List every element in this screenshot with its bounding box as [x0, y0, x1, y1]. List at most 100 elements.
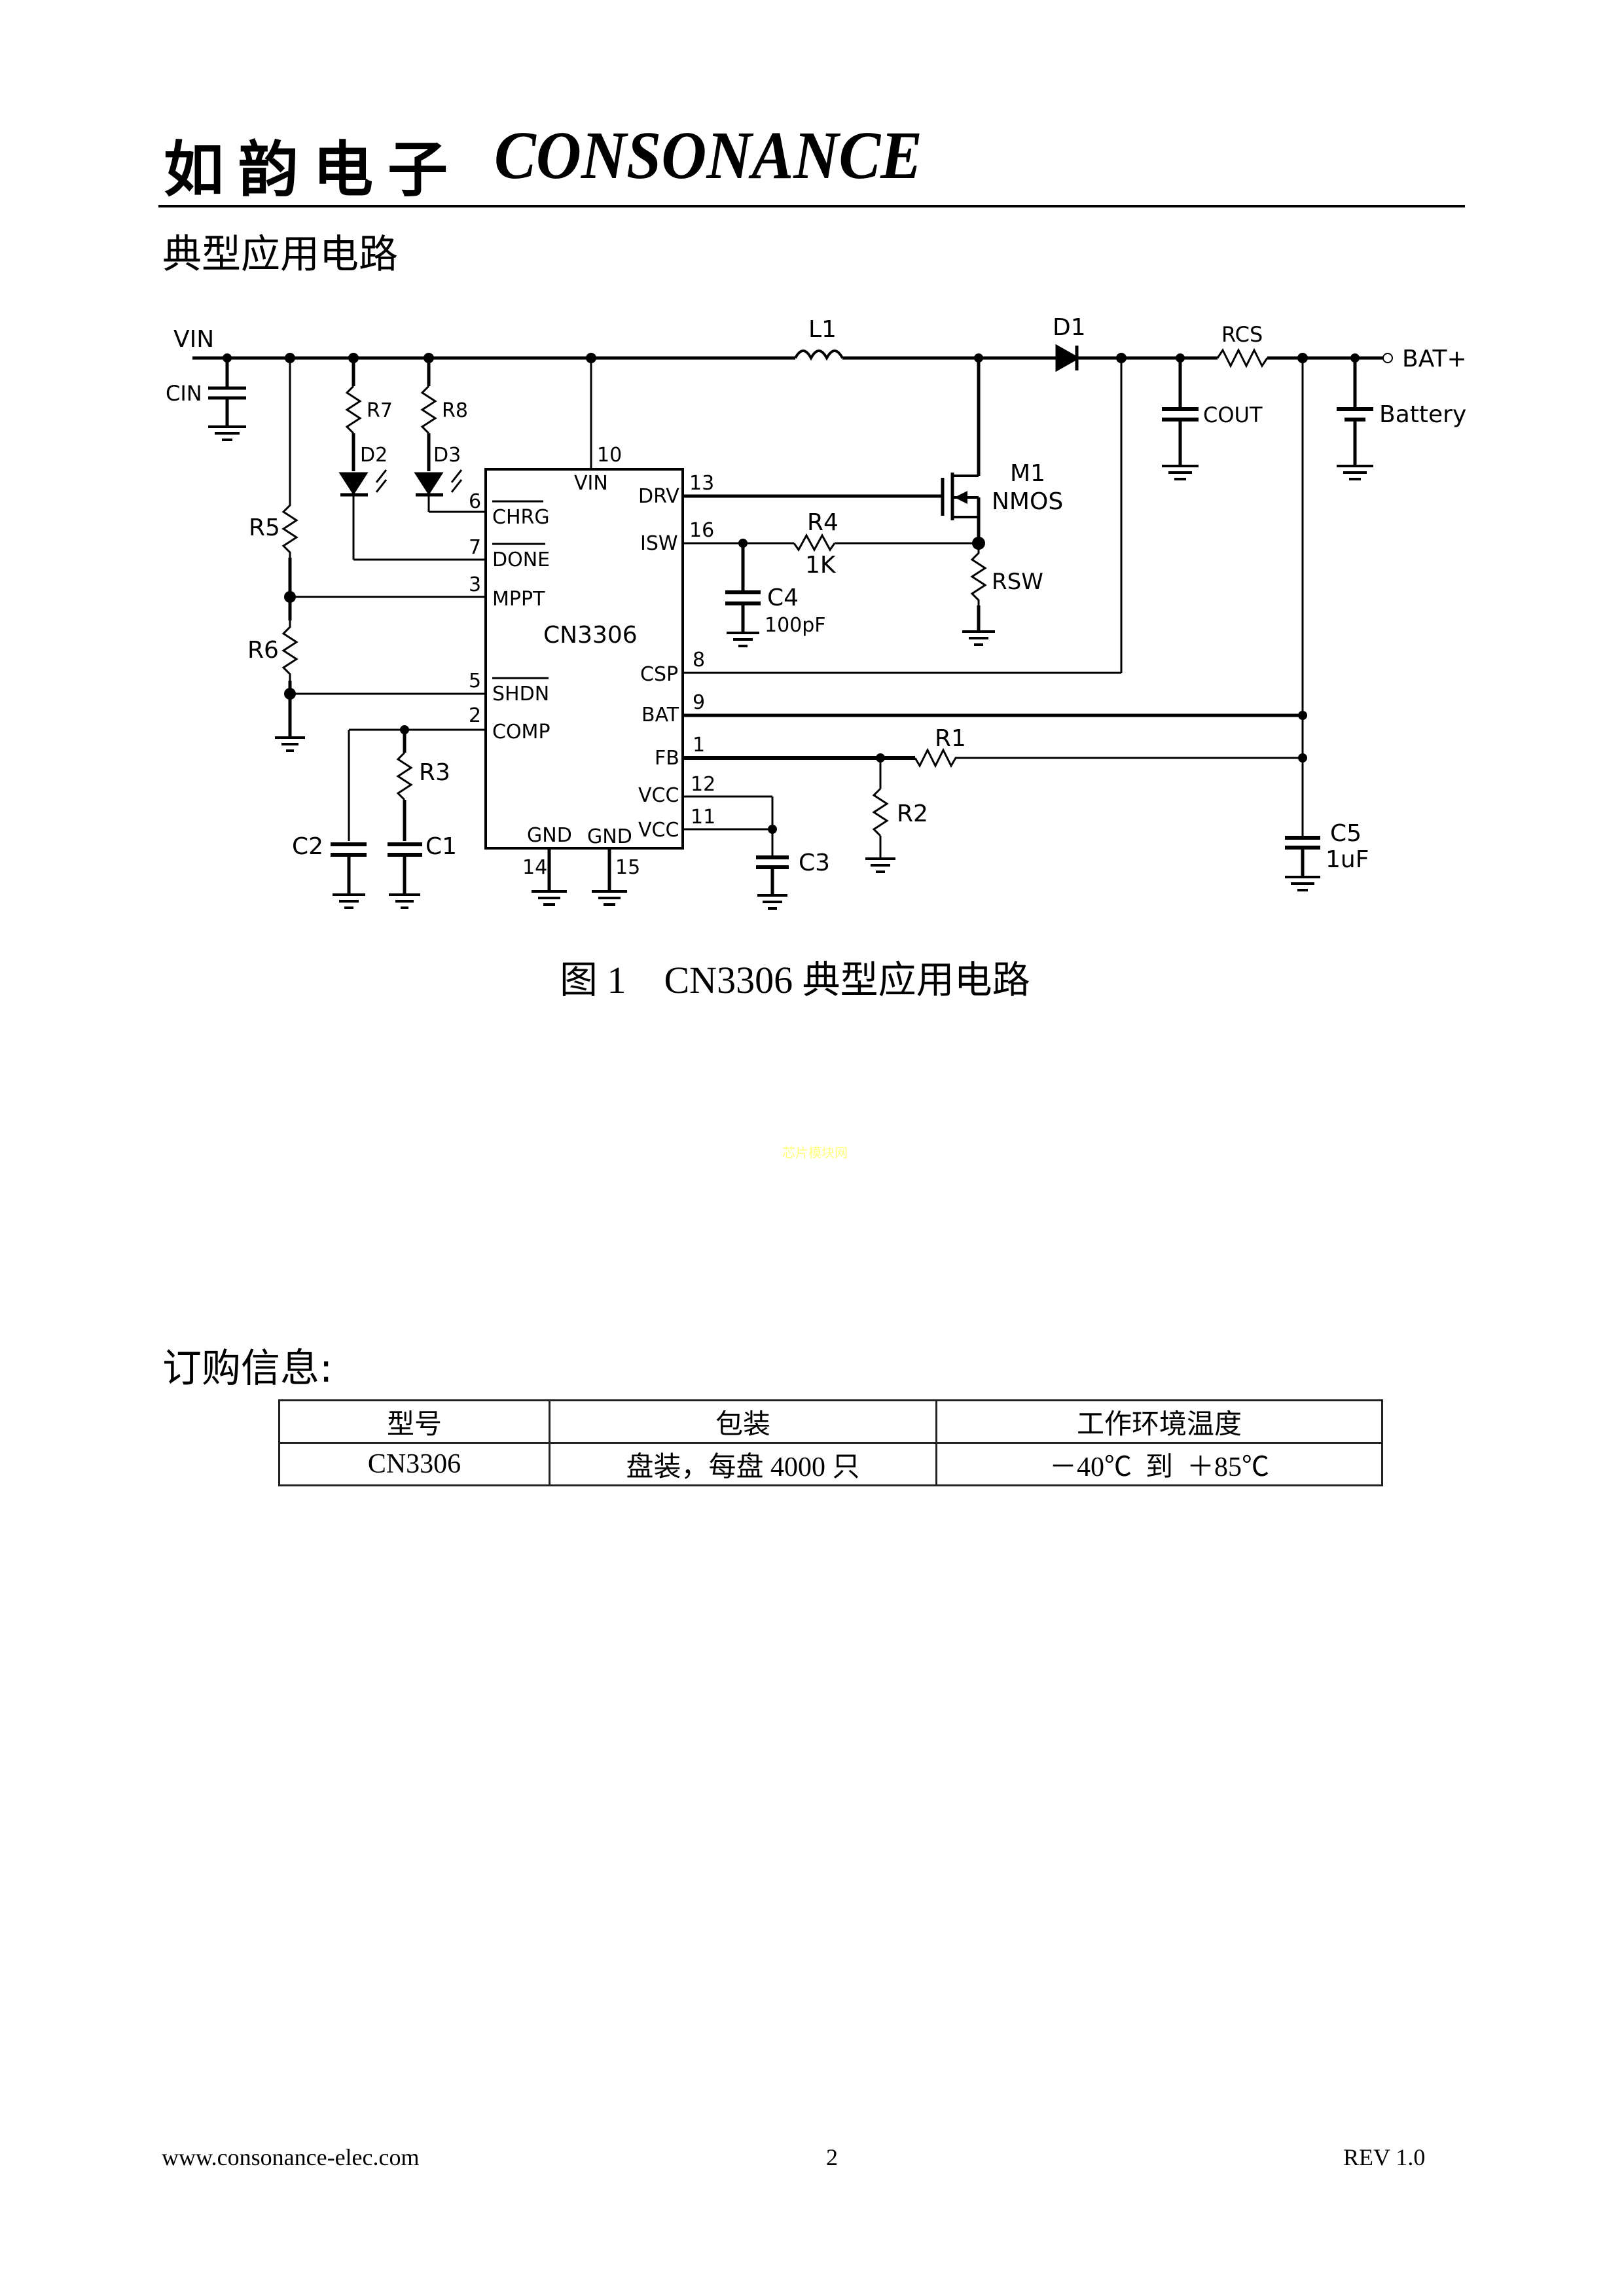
label-m1: M1 [1010, 460, 1045, 487]
ordering-table: 型号 包装 工作环境温度 CN3306 盘装，每盘 4000 只 －40℃ 到 … [278, 1399, 1383, 1486]
pin-name: MPPT [492, 588, 545, 611]
footer-page-number: 2 [826, 2144, 838, 2170]
pin-number: 6 [469, 490, 481, 513]
pin-number: 13 [689, 472, 714, 495]
label-battery: Battery [1379, 401, 1466, 428]
capacitor-cout [1162, 407, 1199, 465]
ordering-info-title: 订购信息: [162, 1346, 333, 1391]
brand-english-name: CONSONANCE [494, 118, 922, 193]
resistor-r2 [872, 787, 889, 837]
column-header-temperature: 工作环境温度 [935, 1399, 1383, 1444]
label-c5: C5 [1330, 820, 1362, 847]
resistor-rcs [1216, 348, 1269, 368]
pin-number: 14 [522, 856, 547, 879]
ground-c5 [1285, 876, 1320, 891]
bat-plus-terminal [1382, 353, 1393, 363]
label-r7: R7 [367, 399, 393, 422]
led-light-arrows [375, 469, 463, 493]
label-c2: C2 [292, 833, 323, 860]
ground-pin15 [592, 890, 627, 906]
cell-model: CN3306 [278, 1442, 550, 1486]
ground-c4 [727, 632, 759, 647]
label-rcs: RCS [1221, 322, 1263, 347]
label-c5-value: 1uF [1326, 846, 1369, 873]
column-header-model: 型号 [278, 1399, 550, 1444]
ground-c2 [333, 893, 365, 909]
label-l1: L1 [808, 316, 837, 343]
pin-name: VIN [574, 472, 608, 495]
label-rsw: RSW [992, 569, 1043, 595]
label-r8: R8 [442, 399, 468, 422]
ground-pin14 [532, 890, 567, 906]
ground-cout [1162, 465, 1199, 480]
pin-name: DRV [638, 485, 679, 508]
label-c1: C1 [425, 833, 457, 860]
label-r6: R6 [247, 637, 279, 664]
pin-number: 3 [469, 573, 481, 596]
label-r4: R4 [807, 509, 839, 536]
label-c4: C4 [767, 584, 799, 611]
pin-name: ISW [640, 532, 678, 555]
table-row: CN3306 盘装，每盘 4000 只 －40℃ 到 ＋85℃ [278, 1442, 1383, 1486]
pin-name: DONE [492, 548, 550, 571]
cell-package: 盘装，每盘 4000 只 [549, 1442, 937, 1486]
watermark: 芯片模块网 [782, 1145, 848, 1160]
chip-name: CN3306 [543, 622, 638, 649]
resistor-r1 [914, 747, 995, 768]
diode-d1 [1055, 344, 1081, 372]
net-label-bat-plus: BAT+ [1402, 346, 1467, 372]
pin-number: 2 [469, 704, 481, 727]
figure-caption: 图 1 CN3306 典型应用电路 [560, 959, 1030, 1001]
resistor-r6 [281, 620, 298, 681]
pin-name: SHDN [492, 683, 549, 706]
label-d1: D1 [1053, 314, 1086, 341]
cn3306-chip-body [484, 468, 684, 850]
label-m1-type: NMOS [992, 488, 1063, 515]
resistor-rsw [970, 547, 987, 605]
pin-number: 9 [693, 691, 705, 714]
label-r3: R3 [419, 759, 450, 786]
pin-name: CSP [640, 663, 678, 686]
label-cout: COUT [1203, 403, 1263, 427]
pin-name: VCC [638, 819, 679, 842]
cell-temperature: －40℃ 到 ＋85℃ [935, 1442, 1383, 1486]
ground-rsw [962, 630, 995, 646]
pin-number: 16 [689, 519, 714, 542]
label-c3: C3 [799, 850, 830, 876]
pin-number: 5 [469, 670, 481, 692]
ground-cin [208, 425, 246, 441]
resistor-r3 [396, 751, 413, 801]
pin-name: CHRG [492, 506, 550, 529]
pin-name: COMP [492, 721, 550, 744]
label-r5: R5 [249, 514, 280, 541]
capacitor-c2 [331, 842, 367, 893]
capacitor-c4 [725, 590, 761, 632]
pin-name: FB [655, 747, 679, 770]
capacitor-c3 [756, 855, 789, 894]
table-header-row: 型号 包装 工作环境温度 [278, 1399, 1383, 1444]
led-d2 [338, 472, 369, 495]
inductor-l1 [794, 350, 844, 361]
resistor-r5 [281, 501, 298, 558]
ground-battery [1337, 465, 1373, 480]
header-divider [158, 205, 1465, 207]
battery-symbol [1337, 407, 1373, 465]
ground-r6 [275, 736, 305, 752]
typical-application-schematic: VIN CIN R7 R8 D2 D3 R5 R6 R3 C2 C1 L1 D1… [166, 314, 1467, 910]
pin-number: 15 [615, 856, 640, 879]
label-r1: R1 [935, 725, 966, 752]
capacitor-c1 [388, 842, 422, 893]
label-r2: R2 [897, 800, 928, 827]
pin-name: VCC [638, 784, 679, 807]
capacitor-c5 [1285, 836, 1320, 876]
label-d2: D2 [360, 444, 388, 467]
pin-name: GND [527, 824, 572, 847]
label-r4-value: 1K [805, 552, 837, 579]
ground-c3 [757, 894, 787, 910]
pin-number: 7 [469, 536, 481, 559]
resistor-r8 [420, 385, 437, 435]
section-title: 典型应用电路 [162, 232, 398, 278]
footer-website: www.consonance-elec.com [162, 2144, 420, 2170]
pin-number: 11 [691, 806, 715, 829]
label-d3: D3 [433, 444, 461, 467]
